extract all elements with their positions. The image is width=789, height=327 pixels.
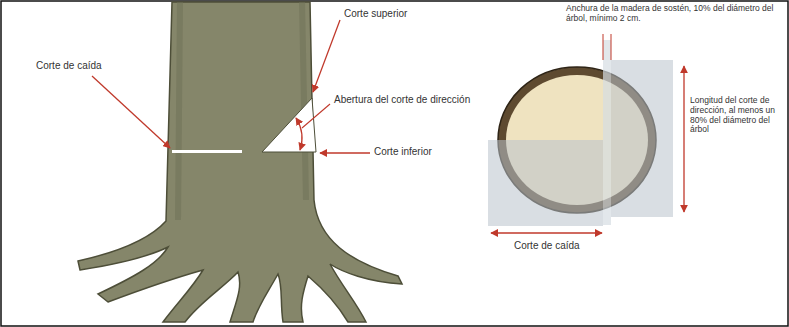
back-cut xyxy=(172,150,242,153)
angle-arc xyxy=(296,118,302,150)
part-label: Corte de caída xyxy=(514,240,580,252)
dimension-note: Longitud del corte de dirección, al meno… xyxy=(690,96,784,135)
hinge-mark xyxy=(603,34,604,60)
notch-cut xyxy=(262,98,316,152)
leader-arrow xyxy=(92,76,170,148)
leader-arrow xyxy=(320,152,370,153)
part-label: Abertura del corte de dirección xyxy=(334,94,470,106)
dimension-arrow xyxy=(491,232,602,233)
tree-trunk xyxy=(78,2,402,322)
part-label: Corte inferior xyxy=(374,146,432,158)
leader-arrow xyxy=(313,20,340,92)
dimension-note: Anchura de la madera de sostén, 10% del … xyxy=(566,4,781,24)
backcut-zone xyxy=(488,140,603,226)
hinge-mark xyxy=(611,34,612,60)
dimension-arrow xyxy=(683,66,684,212)
leader-line xyxy=(302,104,330,128)
hinge-band xyxy=(603,40,611,225)
trunk-shade xyxy=(302,2,306,200)
trunk-shade xyxy=(178,2,180,220)
part-label: Corte de caída xyxy=(36,60,102,72)
part-label: Corte superior xyxy=(344,8,407,20)
notch-zone xyxy=(611,60,673,217)
